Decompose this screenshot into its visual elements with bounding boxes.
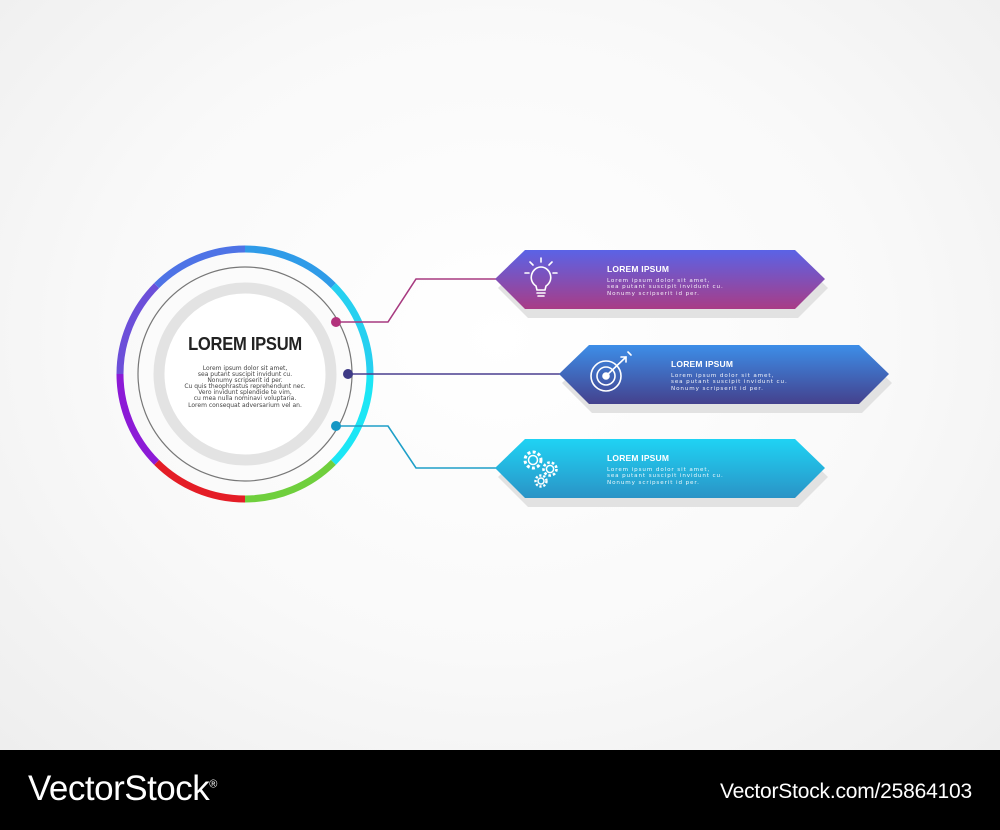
card-body-line: Nonumy scripserit id per. [671, 385, 764, 392]
ring-segment [330, 373, 374, 465]
center-body: Lorem ipsum dolor sit amet, sea putant s… [165, 365, 325, 409]
infographic-canvas: LOREM IPSUM Lorem ipsum dolor sit amet, … [0, 0, 1000, 750]
card-body-line: Lorem ipsum dolor sit amet, [607, 467, 711, 473]
lightbulb-icon [524, 257, 558, 297]
brand-name: VectorStock [28, 769, 210, 808]
registered-mark: ® [209, 778, 217, 791]
image-id: VectorStock.com/25864103 [719, 780, 972, 803]
infographic-diagram [116, 245, 892, 507]
card-3-text: LOREM IPSUM Lorem ipsum dolor sit amet, … [607, 453, 724, 486]
card-3-body: Lorem ipsum dolor sit amet, sea putant s… [607, 467, 724, 486]
card-1-text: LOREM IPSUM Lorem ipsum dolor sit amet, … [607, 264, 724, 297]
ring-segment [116, 283, 160, 375]
ring-segment [154, 459, 246, 503]
center-body-line: Nonumy scripserit id per. [207, 377, 283, 385]
center-body-line: Vero invidunt splendide te vim, [198, 389, 292, 397]
center-disc [153, 282, 337, 466]
card-body-line: sea putant suscipit invidunt cu. [607, 473, 724, 480]
card-1-shape [495, 250, 825, 309]
ring-segment [116, 373, 160, 465]
ring-segment [154, 245, 246, 289]
center-body-line: sea putant suscipit invidunt cu. [197, 371, 293, 379]
card-3-shape [495, 439, 825, 498]
card-body-line: Lorem ipsum dolor sit amet, [671, 373, 775, 379]
center-body-line: Lorem consequat adversarium vel an. [188, 401, 302, 409]
ring-segment [244, 245, 336, 289]
center-title: LOREM IPSUM [188, 334, 302, 354]
card-2-shape [559, 345, 889, 404]
card-body-line: sea putant suscipit invidunt cu. [607, 284, 724, 291]
card-body-line: Nonumy scripserit id per. [607, 290, 700, 297]
target-icon [590, 351, 632, 392]
center-body-line: Lorem ipsum dolor sit amet, [202, 365, 288, 372]
center-body-line: Cu quis theophrastus reprehendunt nec. [184, 383, 306, 391]
outer-color-ring [116, 245, 374, 503]
card-2-body: Lorem ipsum dolor sit amet, sea putant s… [671, 373, 788, 392]
connector-dot-3 [331, 421, 341, 431]
gears-icon [523, 450, 558, 488]
watermark-footer: VectorStock® VectorStock.com/25864103 [0, 750, 1000, 830]
connector-line-1 [336, 278, 505, 323]
connector-dot-2 [343, 369, 353, 379]
card-2-text: LOREM IPSUM Lorem ipsum dolor sit amet, … [671, 359, 788, 392]
card-body-line: Nonumy scripserit id per. [607, 479, 700, 486]
card-1-body: Lorem ipsum dolor sit amet, sea putant s… [607, 278, 724, 297]
card-2-title: LOREM IPSUM [671, 359, 734, 369]
brand-logo: VectorStock® [28, 769, 217, 809]
connector-dot-1 [331, 317, 341, 327]
card-1-title: LOREM IPSUM [607, 264, 670, 274]
ring-segment [330, 283, 374, 375]
card-3-title: LOREM IPSUM [607, 453, 670, 463]
center-body-line: cu mea nulla nominavi voluptaria. [193, 395, 297, 403]
ring-segment [244, 459, 336, 503]
card-body-line: sea putant suscipit invidunt cu. [671, 379, 788, 386]
connector-line-3 [336, 425, 505, 469]
card-body-line: Lorem ipsum dolor sit amet, [607, 278, 711, 284]
